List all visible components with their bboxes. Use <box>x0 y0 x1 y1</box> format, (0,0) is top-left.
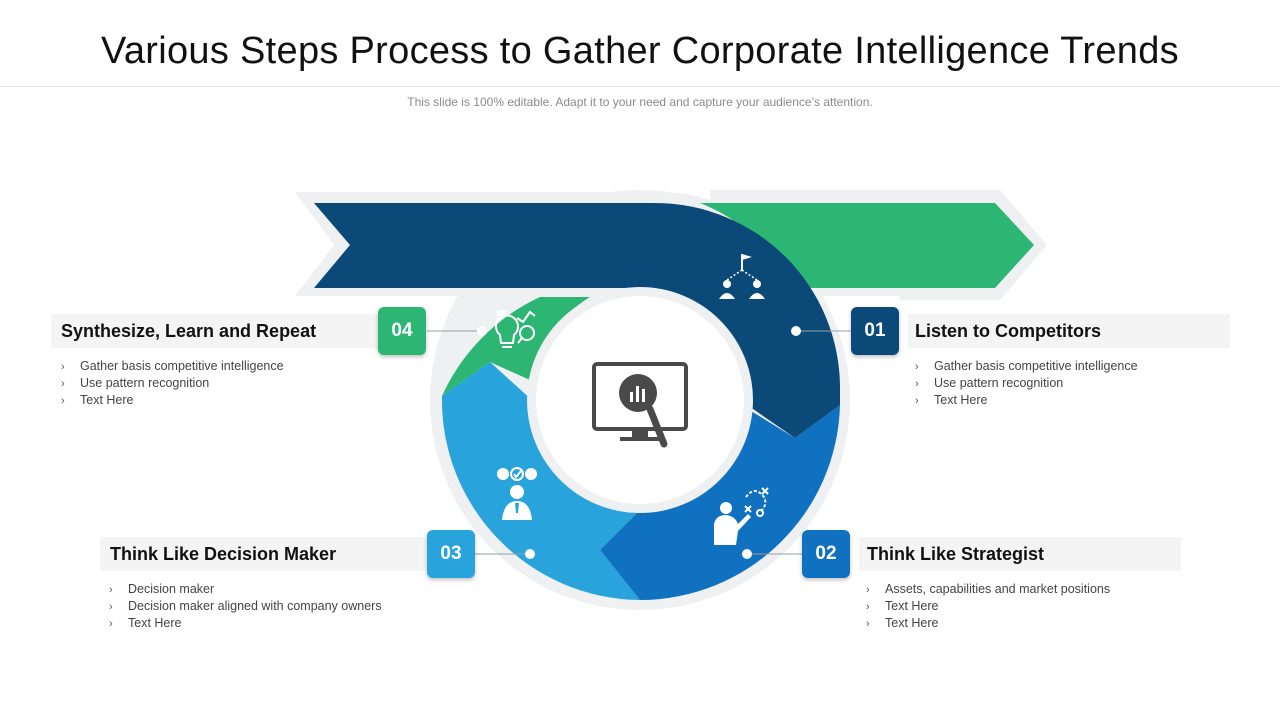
decision-maker-icon <box>497 467 537 520</box>
heading-bar-step-02 <box>859 537 1181 571</box>
list-item: ›Gather basis competitive intelligence <box>915 359 1138 373</box>
step-badge-02: 02 <box>802 530 850 578</box>
list-item: ›Text Here <box>915 393 988 407</box>
monitor-analytics-search-icon <box>592 362 688 448</box>
connector-step-01 <box>791 326 851 336</box>
connector-step-03 <box>475 549 535 559</box>
list-item: ›Decision maker <box>109 582 215 596</box>
heading-bar-step-04 <box>51 314 381 348</box>
list-item: ›Text Here <box>866 599 939 613</box>
page-subtitle: This slide is 100% editable. Adapt it to… <box>407 95 873 109</box>
list-item: ›Use pattern recognition <box>915 376 1064 390</box>
heading-bar-step-01 <box>908 314 1230 348</box>
strategist-plan-icon <box>714 487 769 545</box>
segment-step-01 <box>314 203 840 438</box>
segment-step-03 <box>441 362 640 600</box>
step-heading-02: Think Like Strategist <box>867 544 1045 564</box>
list-item: ›Decision maker aligned with company own… <box>109 599 382 613</box>
step-badge-01: 01 <box>851 307 899 355</box>
step-heading-01: Listen to Competitors <box>915 321 1102 341</box>
idea-analytics-icon <box>495 310 536 348</box>
connector-step-04 <box>427 326 487 336</box>
team-leader-flag-icon <box>719 254 765 299</box>
segment-step-02 <box>600 400 840 600</box>
step-badge-04: 04 <box>378 307 426 355</box>
step-badge-03: 03 <box>427 530 475 578</box>
step-heading-03: Think Like Decision Maker <box>110 544 337 564</box>
step-heading-04: Synthesize, Learn and Repeat <box>61 321 317 341</box>
step-bullets-01: ›Gather basis competitive intelligence ›… <box>915 358 1138 409</box>
page-title: Various Steps Process to Gather Corporat… <box>101 30 1179 72</box>
connector-step-02 <box>742 549 802 559</box>
list-item: ›Gather basis competitive intelligence <box>61 359 284 373</box>
title-divider <box>0 86 1280 87</box>
step-bullets-03: ›Decision maker ›Decision maker aligned … <box>109 581 382 632</box>
list-item: ›Text Here <box>109 616 182 630</box>
list-item: ›Assets, capabilities and market positio… <box>866 582 1111 596</box>
list-item: ›Text Here <box>61 393 134 407</box>
list-item: ›Text Here <box>866 616 939 630</box>
list-item: ›Use pattern recognition <box>61 376 210 390</box>
step-bullets-04: ›Gather basis competitive intelligence ›… <box>61 358 284 409</box>
step-bullets-02: ›Assets, capabilities and market positio… <box>866 581 1110 632</box>
heading-bar-step-03 <box>100 537 430 571</box>
segment-step-04 <box>442 297 590 396</box>
